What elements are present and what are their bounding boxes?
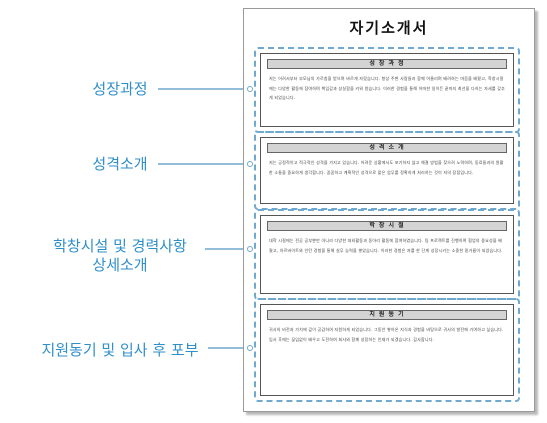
section-motivation: 지 원 동 기 귀사의 비전과 가치에 깊이 공감하여 지원하게 되었습니다. … [254,298,520,402]
section-body: 대학 시절에는 전공 공부뿐만 아니라 다양한 대외활동과 동아리 활동에 참여… [269,238,503,253]
document-title: 자기소개서 [349,19,429,37]
section-frame: 지 원 동 기 귀사의 비전과 가치에 깊이 공감하여 지원하게 되었습니다. … [260,304,514,396]
connector-handle-motivation [247,345,253,351]
connector-handle-personality [247,161,253,167]
section-body: 저는 어려서부터 부모님의 가르침을 받으며 바르게 자랐습니다. 항상 주변 … [269,76,505,100]
section-header: 학 창 시 절 [267,221,507,231]
section-header: 지 원 동 기 [267,310,507,320]
section-school: 학 창 시 절 대학 시절에는 전공 공부뿐만 아니라 다양한 대외활동과 동아… [254,209,520,300]
resume-document: 자기소개서 성 장 과 정 저는 어려서부터 부모님의 가르침을 받으며 바르게… [243,8,535,412]
section-personality: 성 격 소 개 저는 긍정적이고 적극적인 성격을 가지고 있습니다. 어려운 … [254,131,520,210]
section-growth: 성 장 과 정 저는 어려서부터 부모님의 가르침을 받으며 바르게 자랐습니다… [254,47,520,133]
section-body: 귀사의 비전과 가치에 깊이 공감하여 지원하게 되었습니다. 그동안 쌓아온 … [269,327,504,342]
section-header: 성 격 소 개 [267,143,507,153]
section-frame: 성 장 과 정 저는 어려서부터 부모님의 가르침을 받으며 바르게 자랐습니다… [260,53,514,127]
label-personality: 성격소개 [92,155,148,173]
section-frame: 성 격 소 개 저는 긍정적이고 적극적인 성격을 가지고 있습니다. 어려운 … [260,137,514,204]
section-header: 성 장 과 정 [267,59,507,69]
section-frame: 학 창 시 절 대학 시절에는 전공 공부뿐만 아니라 다양한 대외활동과 동아… [260,215,514,294]
connector-handle-growth [247,86,253,92]
label-school-career: 학창시설 및 경력사항 상세소개 [53,237,187,274]
section-body: 저는 긍정적이고 적극적인 성격을 가지고 있습니다. 어려운 상황에서도 포기… [269,160,504,175]
connector-handle-school [247,246,253,252]
label-motivation: 지원동기 및 입사 후 포부 [41,341,199,359]
label-growth: 성장과정 [92,80,148,98]
